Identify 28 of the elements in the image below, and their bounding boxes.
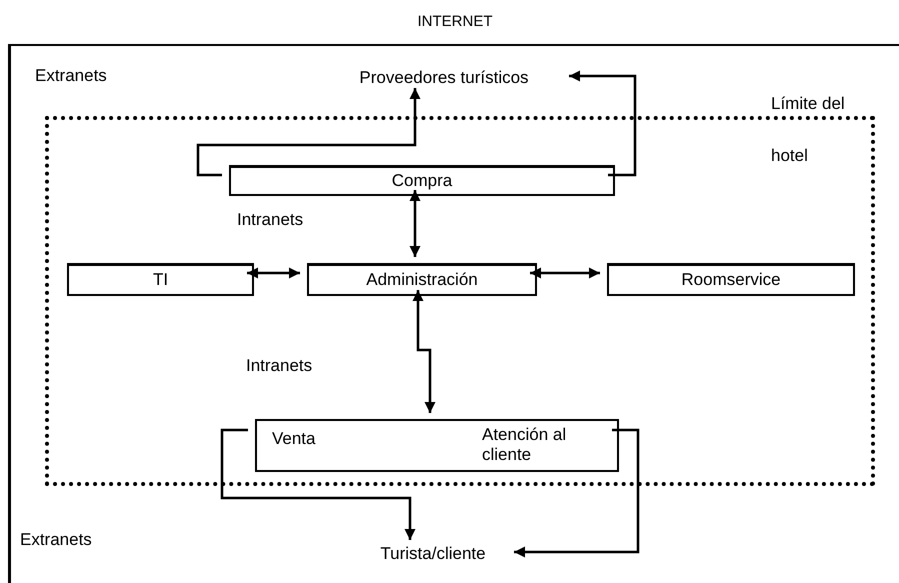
zone-label: Intranets	[237, 210, 304, 230]
process-box	[307, 263, 537, 296]
node-label: Turista/cliente	[349, 542, 517, 566]
process-box	[229, 165, 615, 196]
process-box	[255, 419, 619, 472]
box-label: Administración	[366, 270, 478, 290]
connector-arrow	[412, 290, 436, 413]
connector-arrow	[196, 88, 420, 176]
boundary-label: hotel	[771, 146, 808, 166]
box-label: Compra	[392, 171, 452, 191]
process-box	[607, 263, 855, 296]
box-label: Atención al cliente	[482, 425, 568, 465]
node-label: Proveedores turísticos	[316, 66, 572, 90]
connector-arrow	[514, 428, 640, 558]
zone-label: Extranets	[35, 66, 107, 86]
box-label: TI	[152, 270, 168, 290]
connector-arrow	[220, 428, 416, 540]
process-box	[67, 263, 254, 296]
zone-label: Intranets	[246, 356, 312, 376]
area-heading: INTERNET	[416, 12, 494, 32]
connector-arrow	[410, 190, 420, 257]
boundary-label: Límite del	[771, 94, 845, 114]
connector-arrow	[247, 268, 300, 278]
zone-label: Extranets	[20, 530, 92, 550]
box-label: Roomservice	[681, 270, 781, 290]
connector-arrow	[569, 70, 636, 176]
box-label: Venta	[272, 429, 316, 449]
connector-arrow	[530, 268, 600, 278]
